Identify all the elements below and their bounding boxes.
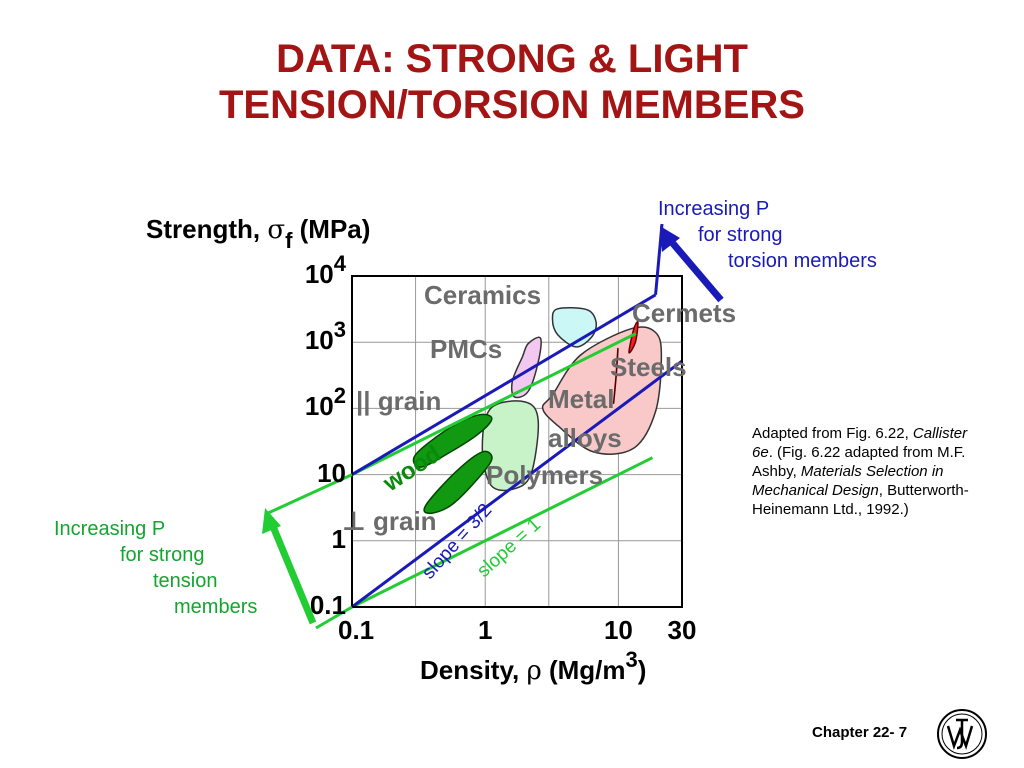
x-tick-label: 0.1 [338,615,375,645]
tension-arrow-shaft [268,522,317,625]
tension-arrow-head [262,508,281,534]
tension-line-1: Increasing P [54,518,166,540]
region-steels [612,347,619,404]
tension-line-2: for strong [120,544,205,566]
wiley-logo-icon [937,709,987,759]
x-tick-label: 1 [477,615,493,645]
metal-alloys-label-line1: Metal [548,384,614,414]
pmcs-label: PMCs [430,334,502,364]
torsion-line-2: for strong [698,224,783,246]
parallel-grain-label: || grain [356,386,441,416]
perpendicular-grain-label: ⊥ grain [342,506,437,536]
region-metal-alloys [541,326,663,455]
region-ceramics [551,306,598,348]
slide-title: DATA: STRONG & LIGHT TENSION/TORSION MEM… [0,36,1024,128]
title-line-2: TENSION/TORSION MEMBERS [219,83,805,127]
region-pmcs [510,336,542,399]
y-tick-label: 10 [317,457,346,488]
slope-1.5-upper [351,293,657,476]
region-wood-perpendicular-grain [423,450,493,515]
x-tick-label: 30 [667,615,697,645]
tension-line-3: tension [153,570,218,592]
material-regions [412,306,663,515]
ceramics-label: Ceramics [424,280,541,310]
tension-annotation: Increasing P for strong tension members [54,516,314,620]
y-tick-label: 0.1 [309,590,346,620]
slope-1.5-lower [351,359,683,609]
y-tick-label: 102 [304,383,346,422]
torsion-line-1: Increasing P [658,198,770,220]
arrows [262,223,724,630]
y-tick-label: 1 [331,523,346,554]
slope-1-upper [351,332,637,476]
plot-frame [351,275,683,608]
x-tick-label: 10 [603,615,633,645]
title-line-1: DATA: STRONG & LIGHT [276,37,748,81]
chapter-footer: Chapter 22- 7 [812,724,908,741]
wood-label: wood [378,440,446,497]
polymers-label: Polymers [486,460,603,490]
y-tick-label: 104 [304,251,346,289]
source-note: Adapted from Fig. 6.22, Callister 6e. (F… [752,425,969,518]
x-axis-label: Density, ρ (Mg/m3) [420,647,647,686]
slope-lines [351,293,683,609]
cermets-label: Cermets [632,298,736,328]
torsion-arrow-shaft [667,237,724,303]
tension-connector-lower [315,605,353,630]
torsion-annotation: Increasing P for strong torsion members [658,196,958,274]
torsion-arrow-head [660,226,680,252]
metal-alloys-label-line2: alloys [548,423,622,453]
y-tick-label: 103 [304,317,346,356]
steels-label: Steels [610,352,687,382]
tension-line-4: members [174,596,258,618]
plot-border [351,275,683,608]
slope-1-lower [351,456,654,609]
torsion-line-3: torsion members [728,250,877,272]
y-axis-label: Strength, σf (MPa) [146,214,371,253]
tension-connector-upper [265,473,353,516]
